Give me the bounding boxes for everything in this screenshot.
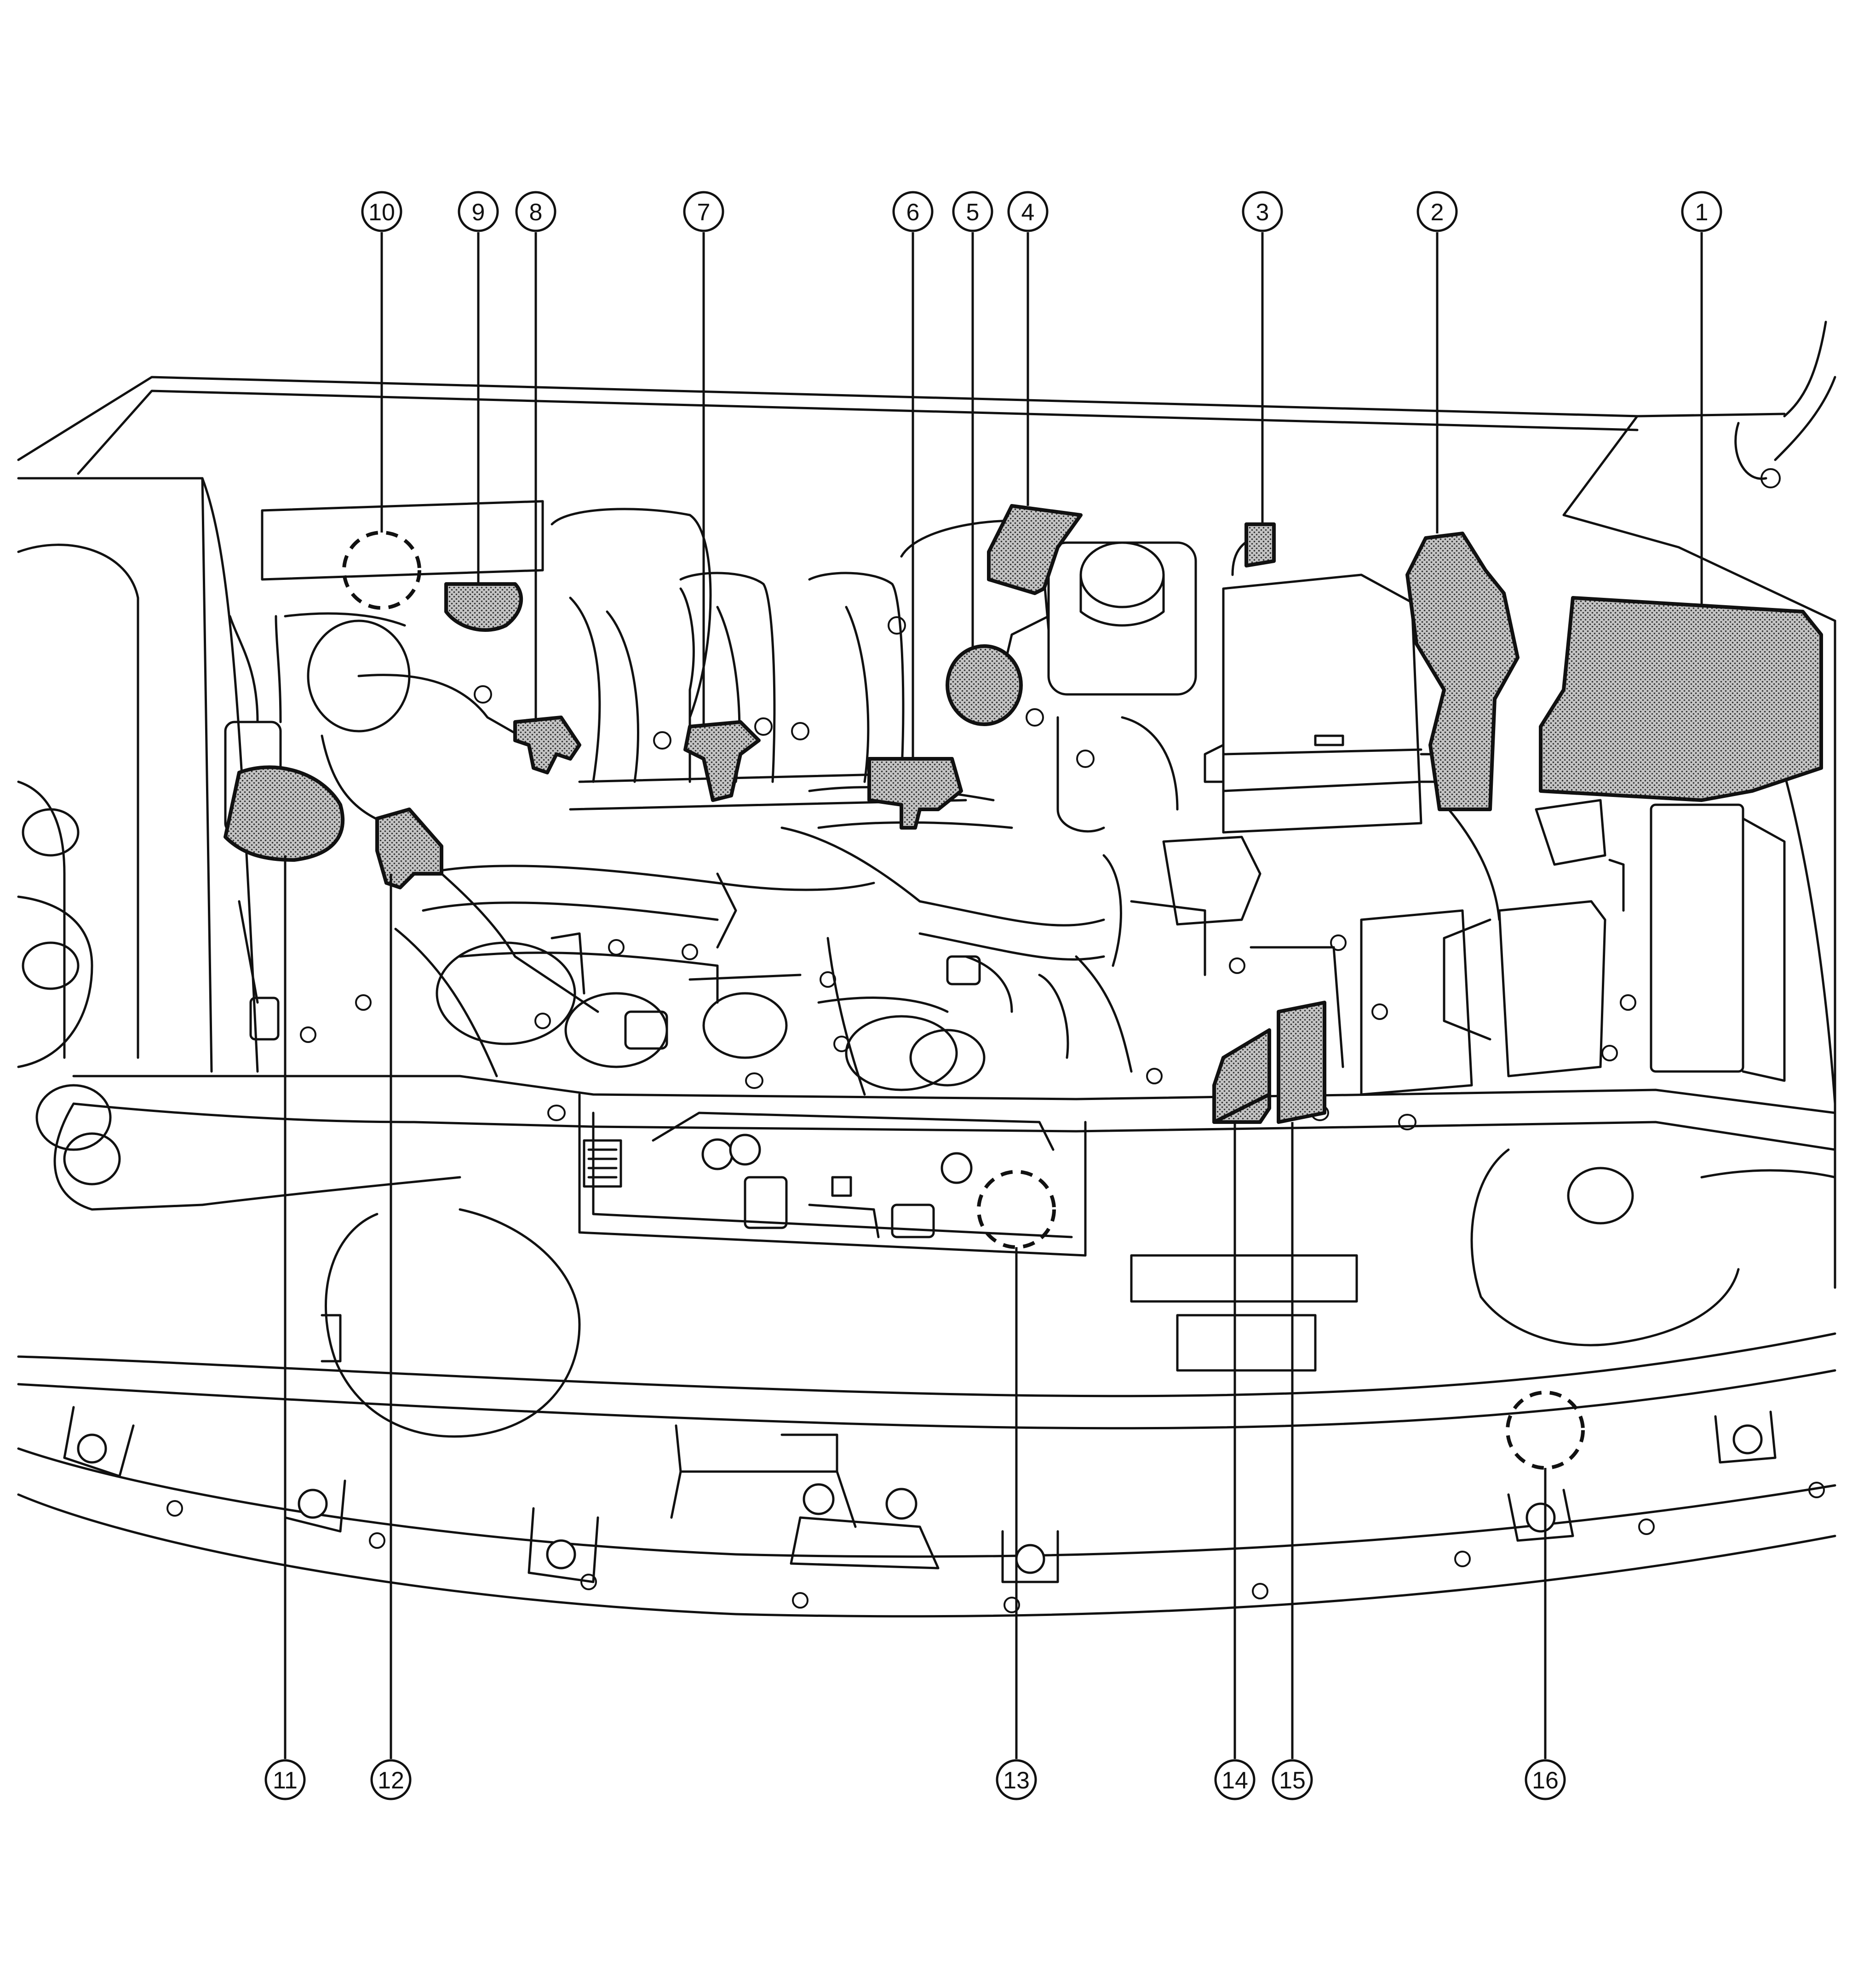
hidden-location-10[interactable] [342,531,421,610]
center-hoses [422,716,1179,1096]
radiator-core-support [53,1072,1836,1225]
component-14-upper[interactable] [1212,1028,1271,1124]
air-intake-duct [261,500,599,1077]
callout-4-label: 4 [1021,199,1035,226]
component-3[interactable] [1244,522,1276,567]
callout-3-label: 3 [1256,199,1269,226]
component-12[interactable] [375,808,443,889]
component-15[interactable] [1277,1001,1326,1124]
component-5[interactable] [946,644,1023,726]
component-8[interactable] [513,716,581,774]
callout-13-label: 13 [1003,1767,1030,1794]
callout-10: 10 [361,191,402,232]
callout-1-label: 1 [1695,199,1709,226]
component-7[interactable] [683,720,761,802]
callout-10-label: 10 [368,199,395,226]
callout-labels: 1 2 3 4 5 6 7 8 [264,191,1722,1800]
callout-9-label: 9 [472,199,485,226]
callout-7-label: 7 [697,199,711,226]
air-cleaner-box [1204,532,1450,834]
callout-12: 12 [370,1759,412,1800]
hood-latch-bracket [578,1093,1087,1257]
component-6[interactable] [867,757,963,830]
callout-12-label: 12 [378,1767,404,1794]
callout-11-label: 11 [273,1767,298,1794]
callout-2-label: 2 [1431,199,1444,226]
engine-bay-bolts [300,468,1781,1084]
lower-engine [436,836,1344,1091]
front-fascia [321,1148,1740,1438]
callout-1: 1 [1681,191,1722,232]
callout-16-label: 16 [1532,1767,1559,1794]
component-1[interactable] [1539,596,1823,802]
reservoir [992,541,1197,714]
callout-3: 3 [1242,191,1283,232]
callout-9: 9 [458,191,499,232]
battery-area [1360,799,1786,1096]
callout-14-label: 14 [1221,1767,1248,1794]
callout-15-label: 15 [1279,1767,1306,1794]
hidden-location-16[interactable] [1506,1391,1585,1470]
body-outline [17,321,1836,1289]
front-bumper [17,1332,1836,1618]
callout-6: 6 [892,191,934,232]
callout-15: 15 [1272,1759,1313,1800]
callout-2: 2 [1416,191,1458,232]
leader-lines [284,232,1703,1759]
hidden-locations [342,531,1585,1470]
callout-8-label: 8 [529,199,543,226]
callout-16: 16 [1525,1759,1566,1800]
callout-8: 8 [515,191,556,232]
callout-13: 13 [996,1759,1037,1800]
component-9[interactable] [444,582,523,632]
hidden-location-13[interactable] [977,1170,1056,1249]
callout-7: 7 [683,191,724,232]
callout-6-label: 6 [906,199,920,226]
callout-5-label: 5 [966,199,980,226]
callout-5: 5 [952,191,993,232]
callout-14: 14 [1214,1759,1256,1800]
component-11[interactable] [224,765,344,862]
component-4[interactable] [987,504,1083,595]
highlighted-components [224,504,1823,1124]
callout-11: 11 [264,1759,306,1800]
callout-4: 4 [1007,191,1049,232]
component-2[interactable] [1405,532,1520,811]
